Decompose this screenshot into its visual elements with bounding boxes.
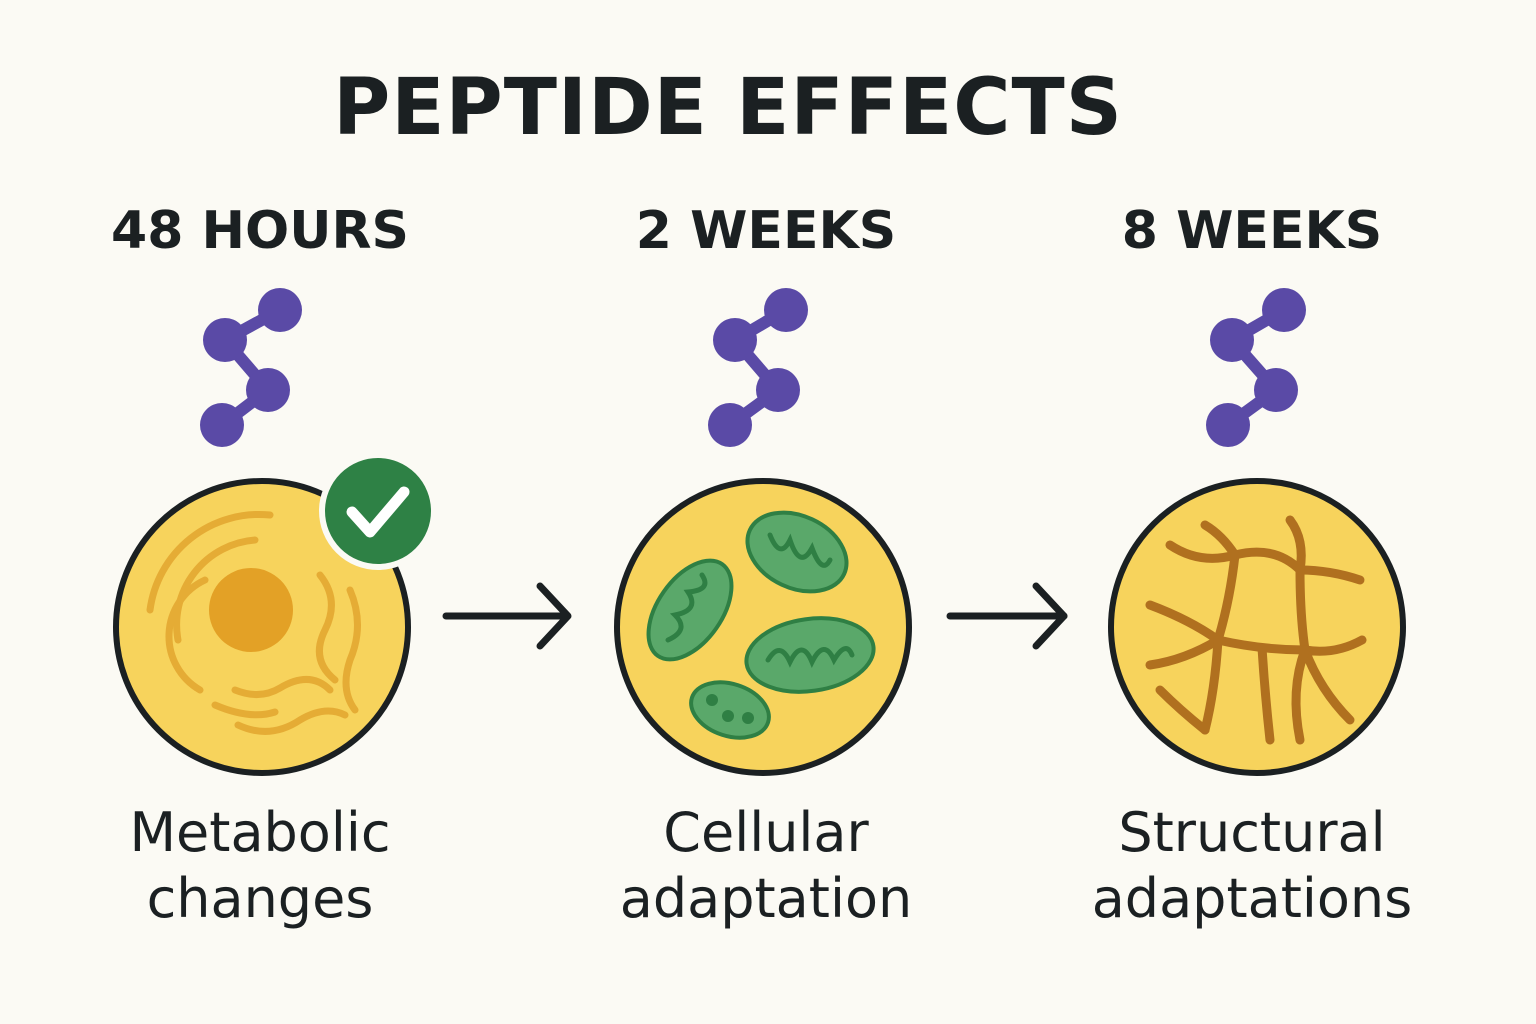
stage-2-weeks: 2 WEEKS Cellular adaptation (516, 0, 1016, 1024)
nucleus-icon (209, 568, 293, 652)
stage-time-label: 2 WEEKS (635, 201, 897, 261)
stage-description-line1: Metabolic (129, 801, 391, 864)
stage-description-line2: adaptation (619, 867, 913, 930)
cell-structural (1108, 478, 1406, 776)
stage-8-weeks: 8 WEEKS Structural adaptations (1002, 0, 1502, 1024)
stage-48-hours: 48 HOURS Metabolic changes (10, 0, 510, 1024)
stage-description-line2: adaptations (1091, 867, 1413, 930)
stage-time-label: 8 WEEKS (1121, 201, 1383, 261)
stage-description-line1: Structural (1118, 801, 1386, 864)
stage-description: Cellular adaptation (516, 800, 1016, 932)
stage-description: Structural adaptations (1002, 800, 1502, 932)
molecule-icon (708, 288, 808, 447)
cell-metabolic (113, 478, 411, 776)
mitochondria-icon (745, 510, 849, 594)
cell-cellular (614, 478, 912, 776)
stage-description: Metabolic changes (10, 800, 510, 932)
stage-description-line2: changes (146, 867, 374, 930)
mitochondria-icon (744, 616, 876, 694)
arrow-right-icon (442, 582, 572, 650)
stage-time-label: 48 HOURS (111, 201, 409, 261)
checkmark-icon (319, 452, 437, 570)
page-title: PEPTIDE EFFECTS (333, 63, 1123, 153)
mitochondria-icon (646, 558, 734, 662)
stage-description-line1: Cellular (663, 801, 869, 864)
mitochondria-icon (689, 680, 771, 740)
molecule-icon (200, 288, 302, 447)
molecule-icon (1206, 288, 1306, 447)
arrow-right-icon (946, 582, 1068, 650)
